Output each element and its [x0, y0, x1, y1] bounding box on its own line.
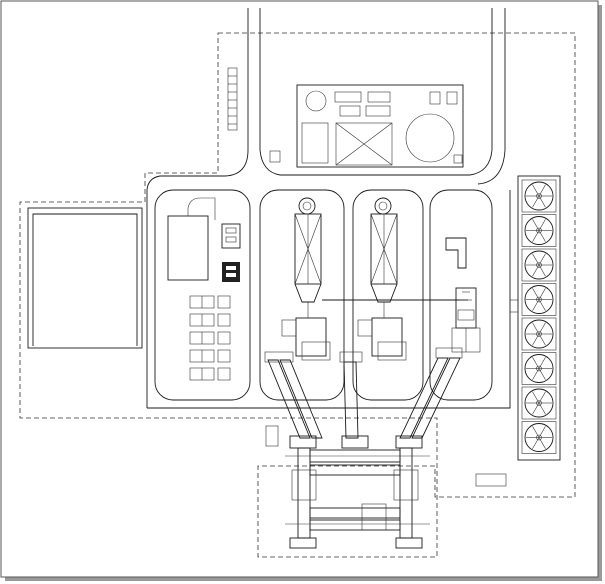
access-road — [146, 8, 511, 409]
utility-box — [475, 473, 507, 487]
transformer-icon — [222, 262, 240, 282]
storage-hall — [27, 207, 143, 349]
fan-icon — [521, 248, 557, 282]
manifold-block — [265, 425, 430, 549]
transformer-icon — [221, 223, 241, 249]
fan-icon — [521, 317, 557, 351]
fan-icon — [521, 352, 557, 385]
top-equipment-building — [269, 84, 464, 168]
bay-electrical — [154, 189, 251, 401]
frame-border — [0, 0, 599, 578]
cyclone-separator-icon — [281, 197, 331, 361]
site-boundary — [19, 32, 576, 558]
ramp-steps — [227, 67, 238, 131]
fan-icon — [521, 386, 557, 420]
auxiliary-equipment — [445, 237, 481, 353]
electrical-equipment — [167, 197, 241, 381]
fan-icon — [521, 421, 557, 454]
bay-cyclone-1 — [259, 189, 345, 401]
tank-icon — [405, 113, 455, 163]
fan-bank — [509, 175, 561, 461]
fan-icon — [521, 179, 557, 213]
bay-auxiliary — [429, 189, 493, 401]
fan-icon — [521, 283, 557, 316]
cabinet-row — [189, 295, 231, 381]
bay-cyclone-2 — [352, 189, 424, 401]
tank-icon — [305, 90, 327, 112]
cyclone-separator-icon — [357, 197, 407, 361]
fan-icon — [521, 214, 557, 247]
